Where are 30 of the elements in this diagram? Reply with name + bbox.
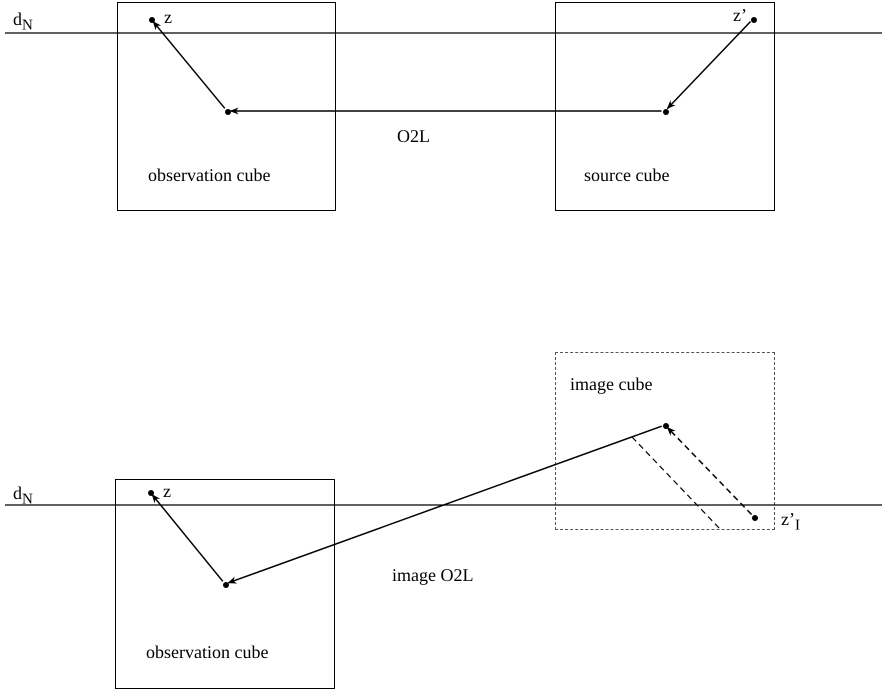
point-marker bbox=[751, 17, 757, 23]
cube-label: observation cube bbox=[148, 166, 270, 186]
arrow bbox=[152, 21, 226, 109]
point-label: z’ bbox=[733, 6, 747, 26]
edge-label: image O2L bbox=[390, 566, 476, 586]
line-label: d$_{N}$ bbox=[13, 484, 33, 508]
arrow bbox=[230, 107, 662, 115]
point-label: z bbox=[164, 8, 172, 28]
arrow bbox=[666, 21, 752, 110]
point-marker bbox=[223, 582, 229, 588]
arrow bbox=[666, 426, 752, 515]
cube-frame bbox=[555, 352, 775, 530]
cube-label: image cube bbox=[570, 375, 652, 395]
point-marker bbox=[149, 17, 155, 23]
point-label: z’$_{I}$ bbox=[781, 510, 800, 534]
cube-frame bbox=[115, 479, 335, 689]
arrow bbox=[227, 425, 662, 584]
cube-frame bbox=[117, 2, 336, 211]
point-marker bbox=[148, 490, 154, 496]
cube-label: observation cube bbox=[146, 643, 268, 663]
cube-label: source cube bbox=[584, 166, 670, 186]
cube-frame bbox=[555, 2, 775, 211]
point-marker bbox=[752, 515, 758, 521]
point-marker bbox=[663, 423, 669, 429]
connector-line bbox=[632, 436, 720, 530]
arrow bbox=[152, 494, 224, 582]
point-label: z bbox=[163, 482, 171, 502]
point-marker bbox=[663, 109, 669, 115]
point-marker bbox=[225, 109, 231, 115]
line-label: d$_{N}$ bbox=[13, 10, 33, 34]
